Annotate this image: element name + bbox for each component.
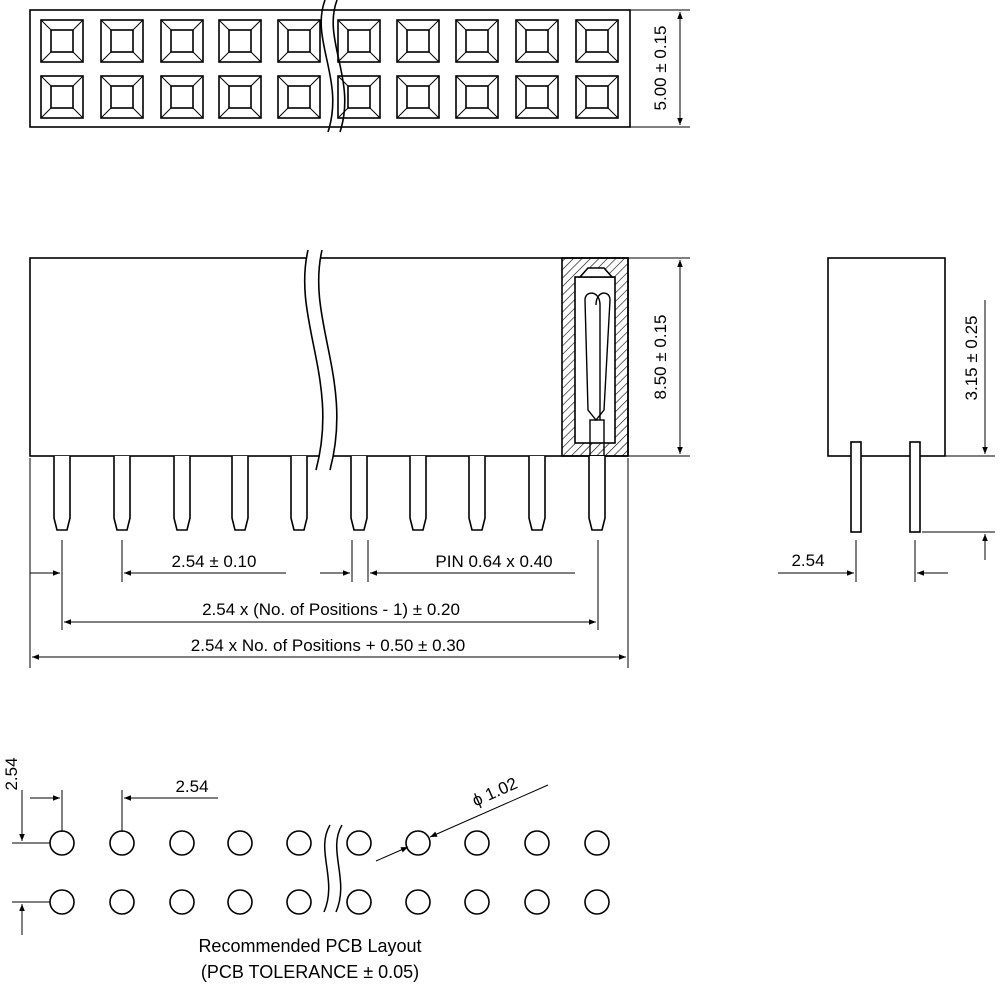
side-pin [290,456,308,531]
total-length-dimension: 2.54 x No. of Positions + 0.50 ± 0.30 [191,636,465,655]
end-view-pin-right [909,441,921,533]
pcb-hole [49,889,75,915]
pcb-hole [109,889,135,915]
top-contact-cell [515,19,559,63]
top-contact-cell [100,75,144,119]
top-contact-cell [575,19,619,63]
top-contact-cell [396,75,440,119]
pcb-break-line-right [335,824,343,913]
end-view-pin-left [850,441,862,533]
pitch-dimension: 2.54 ± 0.10 [172,552,257,571]
side-break-mask [304,250,337,470]
pcb-hole [464,830,490,856]
pcb-hole [405,830,431,856]
diameter-leader-in [375,846,409,862]
pcb-hole [346,830,372,856]
pcb-hole [169,889,195,915]
top-contact-cell [160,19,204,63]
top-contact-cell [455,75,499,119]
top-contact-cell [218,19,262,63]
pcb-caption-line2: (PCB TOLERANCE ± 0.05) [201,962,419,982]
top-contact-cell [100,19,144,63]
section-cavity [574,276,616,444]
top-view-outline [29,9,631,128]
side-pin [53,456,71,531]
top-contact-cell [277,19,321,63]
top-contact-cell [515,75,559,119]
side-height-dimension: 8.50 ± 0.15 [651,315,670,400]
pcb-hole [109,830,135,856]
side-view [29,249,690,668]
pin-length-dimension: 3.15 ± 0.25 [962,316,981,401]
top-height-dimension: 5.00 ± 0.15 [651,26,670,111]
end-view-body [827,257,946,457]
top-break-line-left [320,0,334,133]
pcb-hole [286,830,312,856]
pcb-hole [524,830,550,856]
side-pin [350,456,368,531]
top-contact-cell [575,75,619,119]
side-pin [588,456,606,531]
top-break-line-right [332,0,346,133]
side-pin [528,456,546,531]
pcb-caption-line1: Recommended PCB Layout [198,936,421,956]
top-contact-cell [455,19,499,63]
pcb-hole [584,830,610,856]
side-break-line-left [303,249,324,471]
top-contact-cell [277,75,321,119]
pcb-holes [49,830,610,915]
side-pin [231,456,249,531]
side-pin [173,456,191,531]
pcb-hole [584,889,610,915]
vertical-pitch-dimension: 2.54 [2,757,21,790]
horizontal-pitch-dimension: 2.54 [175,777,208,796]
pin-dimension: PIN 0.64 x 0.40 [435,552,552,571]
pcb-hole [464,889,490,915]
section-contact-spring [584,292,611,420]
top-contact-cell [40,75,84,119]
end-view [778,257,995,582]
diameter-leader-out [429,784,549,838]
top-contact-cell [396,19,440,63]
row-length-dimension: 2.54 x (No. of Positions - 1) ± 0.20 [202,600,460,619]
section-entry [578,267,614,278]
end-pitch-dimension: 2.54 [791,551,824,570]
side-pin [113,456,131,531]
pcb-hole [227,889,253,915]
top-contact-cell [337,19,381,63]
pcb-hole [405,889,431,915]
pcb-hole [346,889,372,915]
top-contact-cell [40,19,84,63]
pcb-hole [169,830,195,856]
hole-diameter-dimension: ϕ 1.02 [469,774,520,811]
pcb-hole [524,889,550,915]
pcb-hole [227,830,253,856]
side-break-line-right [317,249,338,471]
side-pin [468,456,486,531]
pcb-break-line-left [323,824,331,913]
top-view-contacts [40,19,619,119]
pcb-hole [49,830,75,856]
pcb-hole [286,889,312,915]
side-view-pins [53,456,606,531]
top-contact-cell [160,75,204,119]
top-contact-cell [218,75,262,119]
side-pin [409,456,427,531]
top-view [29,0,690,133]
pcb-layout [12,784,610,935]
